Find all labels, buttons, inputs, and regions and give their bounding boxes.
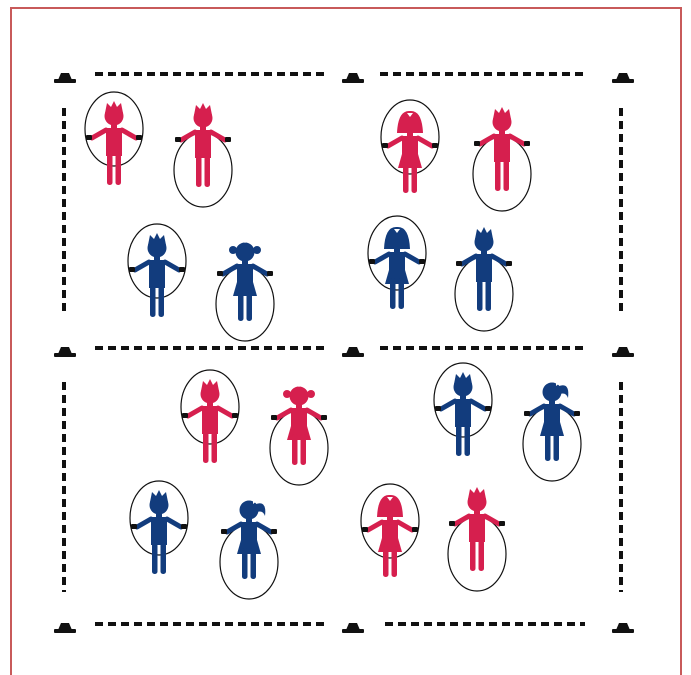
child-jumping-rope-icon [173,103,233,208]
child-jumping-rope-icon [367,215,427,309]
cone-icon [612,347,634,357]
cones [54,73,634,633]
jump-rope [127,223,187,299]
diagram-frame [10,7,682,675]
cone-icon [54,73,76,83]
child-jumping-rope-icon [454,227,514,332]
cone-icon [54,623,76,633]
child-jumping-rope-icon [472,107,532,212]
jump-rope [380,99,440,175]
boundary-lines [62,72,623,626]
jump-rope [180,369,240,445]
child-jumping-rope-icon [215,240,275,342]
child-jumping-rope-icon [219,498,279,600]
child-jumping-rope-icon [380,99,440,193]
cone-icon [342,73,364,83]
child-jumping-rope-icon [127,223,187,317]
cone-icon [342,347,364,357]
jump-rope [129,480,189,556]
jump-rope [433,362,493,438]
child-jumping-rope-icon [180,369,240,463]
cone-icon [612,73,634,83]
cone-icon [342,623,364,633]
jump-rope [367,215,427,291]
child-jumping-rope-icon [522,380,582,482]
cone-icon [54,347,76,357]
jumpers [84,91,582,600]
child-jumping-rope-icon [447,487,507,592]
jump-rope [84,91,144,167]
child-jumping-rope-icon [269,384,329,486]
cone-icon [612,623,634,633]
child-jumping-rope-icon [84,91,144,185]
child-jumping-rope-icon [360,483,420,577]
jump-rope [360,483,420,559]
child-jumping-rope-icon [433,362,493,456]
child-jumping-rope-icon [129,480,189,574]
